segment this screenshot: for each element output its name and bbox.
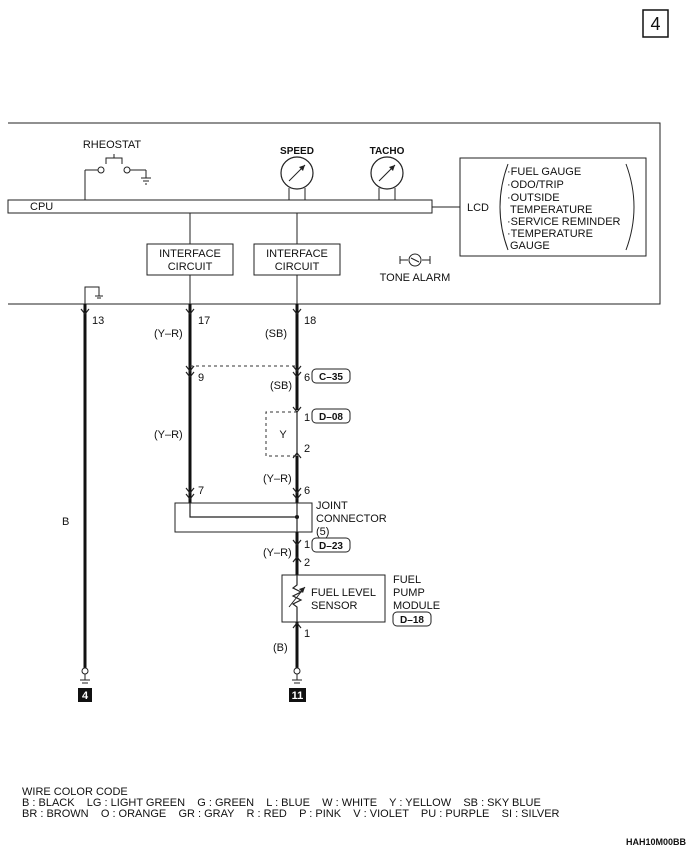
joint-connector-line1: JOINT (316, 500, 348, 512)
ground-number-4: 4 (82, 690, 89, 702)
wire-color-b-bottom: (B) (273, 642, 288, 654)
pin-9: 9 (198, 372, 204, 384)
interface-circuit-1-line2: CIRCUIT (168, 261, 213, 273)
wire-color-y: Y (279, 429, 287, 441)
wire-color-sb-18: (SB) (265, 328, 287, 340)
interface-circuit-1-line1: INTERFACE (159, 248, 221, 260)
lcd-item-gauge: GAUGE (510, 240, 550, 252)
pin-13: 13 (92, 315, 104, 327)
page-number-box (642, 9, 669, 38)
connector-c35-box (311, 368, 351, 384)
fuel-level-sensor-line1: FUEL LEVEL (311, 587, 376, 599)
ground-point-4 (78, 688, 92, 702)
lcd-label: LCD (467, 202, 489, 214)
lcd-item-temperature: TEMPERATURE (510, 204, 592, 216)
lcd-item-temperature-gauge: ·TEMPERATURE (507, 228, 593, 240)
pin-6-c35: 6 (304, 372, 310, 384)
speed-gauge (280, 156, 314, 200)
pin-7: 7 (198, 485, 204, 497)
meter-outline (8, 122, 661, 305)
connector-d08-box (311, 408, 351, 424)
legend-line-2: BR : BROWN O : ORANGE GR : GRAY R : RED … (22, 808, 560, 820)
joint-connector-line2: CONNECTOR (316, 513, 387, 525)
connector-d08: D–08 (319, 412, 343, 423)
fuel-level-sensor-line2: SENSOR (311, 600, 358, 612)
lcd-box (459, 157, 647, 257)
page-number: 4 (650, 14, 660, 34)
pin-17: 17 (198, 315, 210, 327)
connector-d23: D–23 (319, 541, 343, 552)
interface-circuit-2 (253, 243, 341, 276)
connector-d18-box (392, 611, 432, 627)
legend-title: WIRE COLOR CODE (22, 786, 128, 798)
tacho-label: TACHO (370, 146, 405, 157)
tone-alarm-label: TONE ALARM (380, 272, 451, 284)
connector-c35: C–35 (319, 372, 343, 383)
ground-symbol-11 (292, 667, 302, 684)
wire-color-y-r-17: (Y–R) (154, 328, 183, 340)
tacho-gauge (370, 156, 404, 200)
wire-color-y-r-left: (Y–R) (154, 429, 183, 441)
ground-symbol-4 (80, 667, 90, 684)
lcd-item-service-reminder: ·SERVICE REMINDER (507, 216, 621, 228)
wire-color-sb-2: (SB) (270, 380, 292, 392)
lcd-item-fuel-gauge: ·FUEL GAUGE (507, 166, 581, 178)
speed-label: SPEED (280, 146, 314, 157)
joint-connector-line3: (5) (316, 526, 329, 538)
connector-d23-box (311, 537, 351, 553)
diagram-code: HAH10M00BB (625, 837, 686, 847)
tone-alarm-icon (399, 253, 431, 267)
interface-circuit-2-line1: INTERFACE (266, 248, 328, 260)
legend-line-1: B : BLACK LG : LIGHT GREEN G : GREEN L :… (22, 797, 541, 809)
interface-circuit-1 (146, 243, 234, 276)
rheostat-label: RHEOSTAT (83, 139, 142, 151)
lcd-item-outside: ·OUTSIDE (507, 192, 560, 204)
pin-1-d18: 1 (304, 628, 310, 640)
pin-2-d08: 2 (304, 443, 310, 455)
ground-number-11: 11 (292, 690, 304, 702)
pin-18: 18 (304, 315, 316, 327)
ground-point-11 (289, 688, 306, 702)
interface-circuit-2-line2: CIRCUIT (275, 261, 320, 273)
fuel-pump-module-line3: MODULE (393, 600, 440, 612)
pin-2-d23: 2 (304, 557, 310, 569)
pin-1-d08: 1 (304, 412, 310, 424)
pin-1-d23: 1 (304, 539, 310, 551)
lcd-item-odo-trip: ·ODO/TRIP (507, 179, 564, 191)
wire-color-b: B (62, 516, 69, 528)
wire-color-y-r-mid: (Y–R) (263, 473, 292, 485)
cpu-bar (7, 199, 433, 214)
fuel-pump-module-line1: FUEL (393, 574, 421, 586)
fuel-level-sensor-icon (288, 575, 306, 622)
wire-color-y-r-low: (Y–R) (263, 547, 292, 559)
pin-6-joint: 6 (304, 485, 310, 497)
connector-d18: D–18 (400, 615, 424, 626)
rheostat-switch (84, 154, 151, 200)
fuel-pump-module-line2: PUMP (393, 587, 425, 599)
cpu-label: CPU (30, 201, 53, 213)
